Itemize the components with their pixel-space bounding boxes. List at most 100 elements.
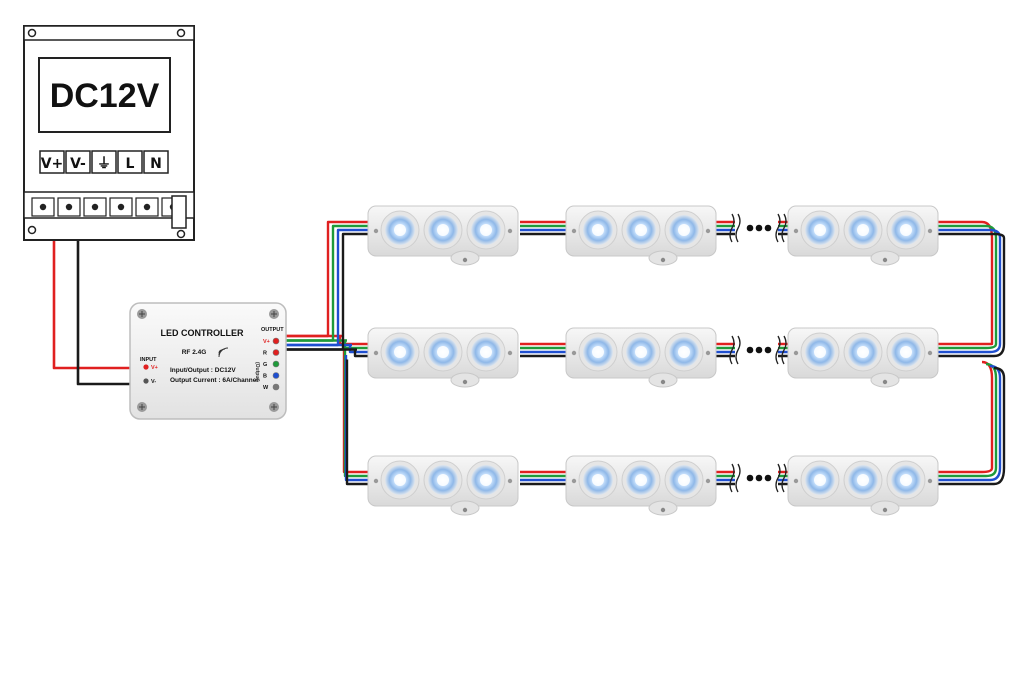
led-module	[787, 455, 939, 516]
mount-hole-icon	[27, 28, 37, 38]
output-pin-icon	[272, 360, 280, 368]
led-module	[787, 205, 939, 266]
continuation-dot-icon	[755, 346, 763, 354]
wire	[930, 360, 994, 474]
led-module-array	[367, 205, 939, 516]
wire-break-icon	[729, 213, 735, 243]
mount-hole-icon	[176, 28, 186, 38]
screw-hole-icon	[660, 257, 666, 263]
terminal-screw-icon	[117, 203, 125, 211]
screw-hole-icon	[660, 379, 666, 385]
screw-icon	[269, 309, 279, 319]
output-pin-label: V+	[263, 339, 270, 345]
wire-break-icon	[781, 463, 787, 493]
led-module	[565, 455, 717, 516]
wireless-signal-icon	[218, 347, 229, 358]
output-pin-icon	[272, 372, 280, 379]
terminal-screw-icon	[143, 203, 151, 211]
wire-break-icon	[775, 463, 781, 493]
input-pin-icon	[143, 364, 149, 370]
led-module	[565, 327, 717, 388]
psu-terminal-label: N	[150, 156, 162, 172]
mount-hole-icon	[176, 229, 186, 239]
wire-break-icon	[775, 335, 781, 365]
screw-icon	[137, 402, 147, 412]
continuation-dot-icon	[764, 224, 772, 232]
controller-input-pins: V+ V-	[143, 364, 158, 385]
mount-hole-icon	[27, 225, 37, 235]
terminal-screw-icon	[39, 203, 47, 211]
psu-screw-row	[31, 197, 185, 217]
controller-vertical-label: (Output)	[254, 362, 260, 382]
continuation-dot-icon	[755, 224, 763, 232]
psu-display	[38, 57, 171, 133]
screw-hole-icon	[462, 379, 468, 385]
psu-terminal-label: V+	[41, 156, 64, 172]
wire-break-icon	[735, 335, 741, 365]
wire-continuation-marks	[729, 213, 787, 493]
screw-hole-icon	[462, 257, 468, 263]
wire	[76, 208, 146, 386]
continuation-dot-icon	[746, 224, 754, 232]
psu-terminal	[91, 150, 117, 174]
output-pin-label: B	[263, 374, 267, 380]
continuation-dot-icon	[764, 346, 772, 354]
continuation-dot-icon	[746, 346, 754, 354]
psu-terminal	[117, 150, 143, 174]
screw-hole-icon	[882, 507, 888, 513]
wire-break-icon	[781, 213, 787, 243]
wire-break-icon	[729, 463, 735, 493]
continuation-dot-icon	[755, 474, 763, 482]
psu-terminal	[39, 150, 65, 174]
terminal-screw-icon	[65, 203, 73, 211]
screw-icon	[269, 402, 279, 412]
wire	[930, 366, 1006, 486]
wire	[286, 224, 380, 342]
wire	[930, 220, 994, 346]
psu-terminal	[65, 150, 91, 174]
screw-hole-icon	[882, 257, 888, 263]
output-pin-icon	[272, 349, 280, 356]
led-module	[787, 327, 939, 388]
wire	[930, 228, 1002, 354]
psu-terminal-label: V-	[70, 156, 86, 172]
output-pin-icon	[272, 337, 280, 345]
wire-break-icon	[735, 213, 741, 243]
output-pin-label: W	[263, 385, 269, 391]
led-module	[565, 205, 717, 266]
wires	[52, 208, 1006, 486]
screw-icon	[137, 309, 147, 319]
continuation-dot-icon	[746, 474, 754, 482]
input-pin-label: V+	[151, 365, 158, 371]
screw-hole-icon	[462, 507, 468, 513]
wire	[930, 364, 1002, 482]
psu-voltage-label: DC12V	[50, 77, 160, 115]
screw-hole-icon	[882, 379, 888, 385]
controller-current-spec: Output Current : 6A/Channel	[170, 377, 258, 384]
output-pin-label: R	[263, 351, 267, 357]
wire	[930, 362, 998, 478]
wire-break-icon	[781, 335, 787, 365]
led-controller: LED CONTROLLER RF 2.4G Input/Output : DC…	[129, 302, 287, 420]
wire	[930, 232, 1006, 358]
output-pin-icon	[272, 383, 280, 391]
wire	[930, 224, 998, 350]
led-module	[367, 455, 519, 516]
psu-terminal-label: ⏚	[97, 156, 111, 172]
psu-terminal-label: L	[126, 156, 135, 172]
output-pin-label: G	[263, 362, 267, 368]
wire	[52, 208, 146, 370]
controller-input-label: INPUT	[140, 357, 157, 363]
controller-rf-label: RF 2.4G	[182, 349, 207, 356]
wire-break-icon	[775, 213, 781, 243]
input-pin-label: V-	[151, 379, 156, 385]
wire-break-icon	[735, 463, 741, 493]
continuation-dot-icon	[764, 474, 772, 482]
psu-terminal	[143, 150, 169, 174]
input-pin-icon	[143, 378, 149, 384]
controller-io-spec: Input/Output : DC12V	[170, 367, 236, 374]
